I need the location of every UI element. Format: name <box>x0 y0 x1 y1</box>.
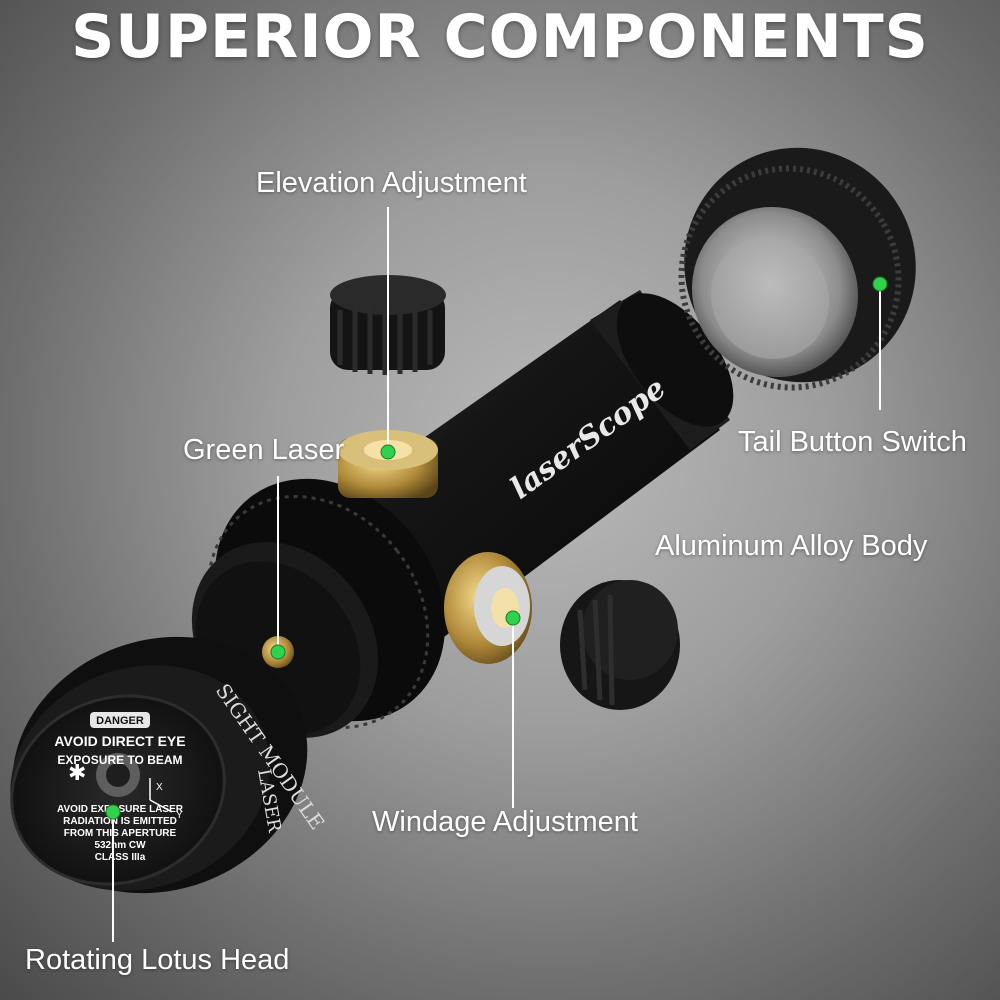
tail-switch-marker-icon <box>872 276 888 292</box>
label-aluminum-alloy-body: Aluminum Alloy Body <box>655 530 928 562</box>
callout-lines <box>112 207 881 942</box>
windage-cap <box>560 580 680 710</box>
laser-star-icon: ✱ <box>68 760 86 785</box>
windage-turret <box>444 552 532 664</box>
label-rotating-lotus-head: Rotating Lotus Head <box>25 944 290 976</box>
axis-x-label: X <box>156 782 163 793</box>
label-green-laser: Green Laser <box>183 434 345 466</box>
warning-tag: DANGER <box>96 715 144 727</box>
green-laser-marker-icon <box>270 644 286 660</box>
warning-small-4: 532nm CW <box>94 840 146 851</box>
lotus-head: SIGHT MODULE LASER DANGER AVOID DIRECT E… <box>10 636 329 894</box>
elevation-marker-icon <box>380 444 396 460</box>
label-elevation-adjustment: Elevation Adjustment <box>256 167 527 199</box>
tail-cap <box>678 147 916 391</box>
warning-small-2: RADIATION IS EMITTED <box>63 816 177 827</box>
page-title: SUPERIOR COMPONENTS <box>71 2 929 72</box>
green-markers <box>105 276 888 820</box>
warning-small-3: FROM THIS APERTURE <box>64 828 177 839</box>
label-windage-adjustment: Windage Adjustment <box>372 806 638 838</box>
warning-small-1: AVOID EXPOSURE LASER <box>57 804 184 815</box>
warning-line-2: EXPOSURE TO BEAM <box>57 753 182 767</box>
label-tail-button-switch: Tail Button Switch <box>738 426 967 458</box>
windage-marker-icon <box>505 610 521 626</box>
lotus-head-marker-icon <box>105 804 121 820</box>
warning-line-1: AVOID DIRECT EYE <box>54 733 185 749</box>
axis-y-label: Y <box>176 810 183 821</box>
warning-small-5: CLASS IIIa <box>95 852 146 863</box>
